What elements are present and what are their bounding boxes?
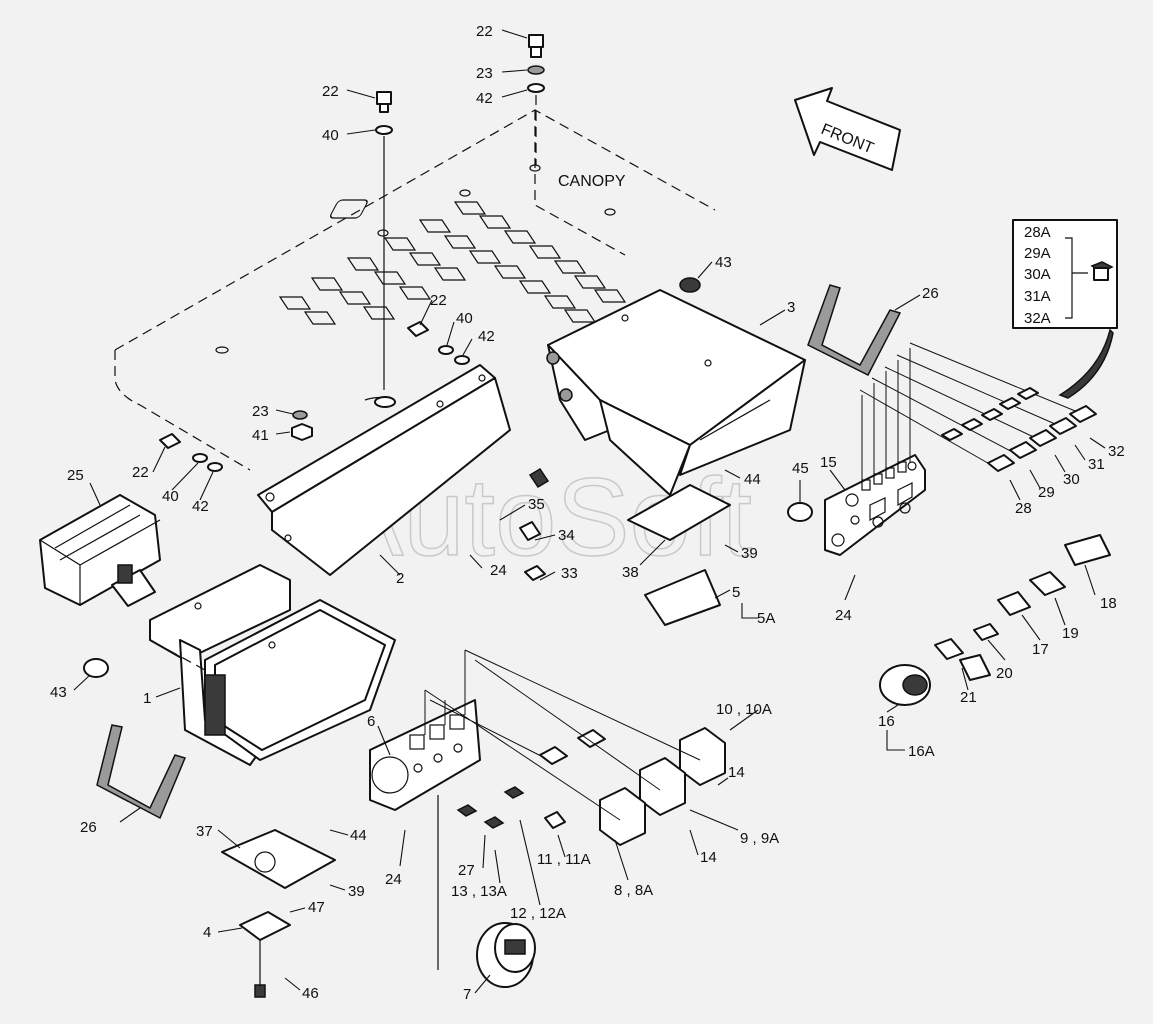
canopy-outline: CANOPY: [114, 109, 716, 471]
switch-panel-15: [824, 454, 926, 556]
callout-23: 23: [252, 403, 269, 420]
callout-16a: 16A: [908, 743, 935, 760]
callout-41: 41: [252, 427, 269, 444]
callout-37: 37: [196, 823, 213, 840]
callout-40: 40: [162, 488, 179, 505]
callout-39: 39: [741, 545, 758, 562]
callout-22: 22: [322, 83, 339, 100]
callout-44: 44: [350, 827, 367, 844]
callout-14: 14: [728, 764, 745, 781]
leader-lines: [73, 29, 1106, 994]
callout-7: 7: [463, 986, 471, 1003]
callout-34: 34: [558, 527, 575, 544]
callout-32: 32: [1108, 443, 1125, 460]
callout-15: 15: [820, 454, 837, 471]
callout-20: 20: [996, 665, 1013, 682]
frame-part-26-lower: [96, 724, 187, 820]
callout-35: 35: [528, 496, 545, 513]
callout-46: 46: [302, 985, 319, 1002]
callout-24: 24: [490, 562, 507, 579]
bracket-part-1: [149, 564, 396, 766]
callout-23: 23: [476, 65, 493, 82]
callout-12: 12 , 12A: [510, 905, 566, 922]
canopy-label: CANOPY: [558, 173, 626, 190]
callout-45: 45: [792, 460, 809, 477]
callout-31: 31: [1088, 456, 1105, 473]
callout-43: 43: [715, 254, 732, 271]
callout-24: 24: [385, 871, 402, 888]
inset-item: 28A: [1024, 224, 1051, 241]
dash-panel-6: [369, 699, 481, 811]
canopy-windows: [278, 201, 627, 325]
callout-27: 27: [458, 862, 475, 879]
callout-24: 24: [835, 607, 852, 624]
callout-5a: 5A: [757, 610, 775, 627]
callout-28: 28: [1015, 500, 1032, 517]
callout-40: 40: [322, 127, 339, 144]
inset-item: 31A: [1024, 288, 1051, 305]
callout-17: 17: [1032, 641, 1049, 658]
callout-42: 42: [192, 498, 209, 515]
callout-25: 25: [67, 467, 84, 484]
callout-labels: 22 23 42 22 40 43 3 26 22 40 42 23 41 22…: [50, 23, 1125, 1003]
callout-26: 26: [922, 285, 939, 302]
callout-43: 43: [50, 684, 67, 701]
lamp-part-25: [39, 494, 161, 607]
relay-components: [424, 649, 726, 846]
callout-11: 11 , 11A: [537, 851, 591, 868]
callout-19: 19: [1062, 625, 1079, 642]
top-bolt-stack: [527, 34, 545, 165]
inset-item: 30A: [1024, 266, 1051, 283]
callout-22: 22: [430, 292, 447, 309]
frame-part-26-top: [807, 284, 902, 377]
callout-5: 5: [732, 584, 740, 601]
callout-39: 39: [348, 883, 365, 900]
gauge-part-7: [437, 795, 536, 988]
bracket-part-3: [546, 277, 806, 496]
callout-9: 9 , 9A: [740, 830, 779, 847]
callout-42: 42: [476, 90, 493, 107]
callout-2: 2: [396, 570, 404, 587]
plate-part-37: [221, 829, 336, 998]
callout-6: 6: [367, 713, 375, 730]
small-fasteners: [83, 321, 1111, 706]
callout-3: 3: [787, 299, 795, 316]
callout-18: 18: [1100, 595, 1117, 612]
left-top-bolt-stack: [375, 91, 393, 390]
callout-47: 47: [308, 899, 325, 916]
callout-8: 8 , 8A: [614, 882, 653, 899]
callout-1: 1: [143, 690, 151, 707]
inset-box: [1012, 219, 1118, 399]
callout-44: 44: [744, 471, 761, 488]
callout-16: 16: [878, 713, 895, 730]
front-arrow: FRONT: [794, 87, 901, 171]
callout-10: 10 , 10A: [716, 701, 772, 718]
harness-connectors: [859, 342, 1097, 485]
callout-38: 38: [622, 564, 639, 581]
callout-14: 14: [700, 849, 717, 866]
callout-42: 42: [478, 328, 495, 345]
callout-22: 22: [132, 464, 149, 481]
callout-13: 13 , 13A: [451, 883, 507, 900]
callout-30: 30: [1063, 471, 1080, 488]
inset-labels: 28A 29A 30A 31A 32A: [1024, 224, 1051, 327]
bracket-part-2: [257, 364, 511, 576]
callout-22: 22: [476, 23, 493, 40]
callout-21: 21: [960, 689, 977, 706]
inset-item: 32A: [1024, 310, 1051, 327]
callout-40: 40: [456, 310, 473, 327]
inset-item: 29A: [1024, 245, 1051, 262]
callout-33: 33: [561, 565, 578, 582]
callout-29: 29: [1038, 484, 1055, 501]
callout-26: 26: [80, 819, 97, 836]
callout-4: 4: [203, 924, 211, 941]
